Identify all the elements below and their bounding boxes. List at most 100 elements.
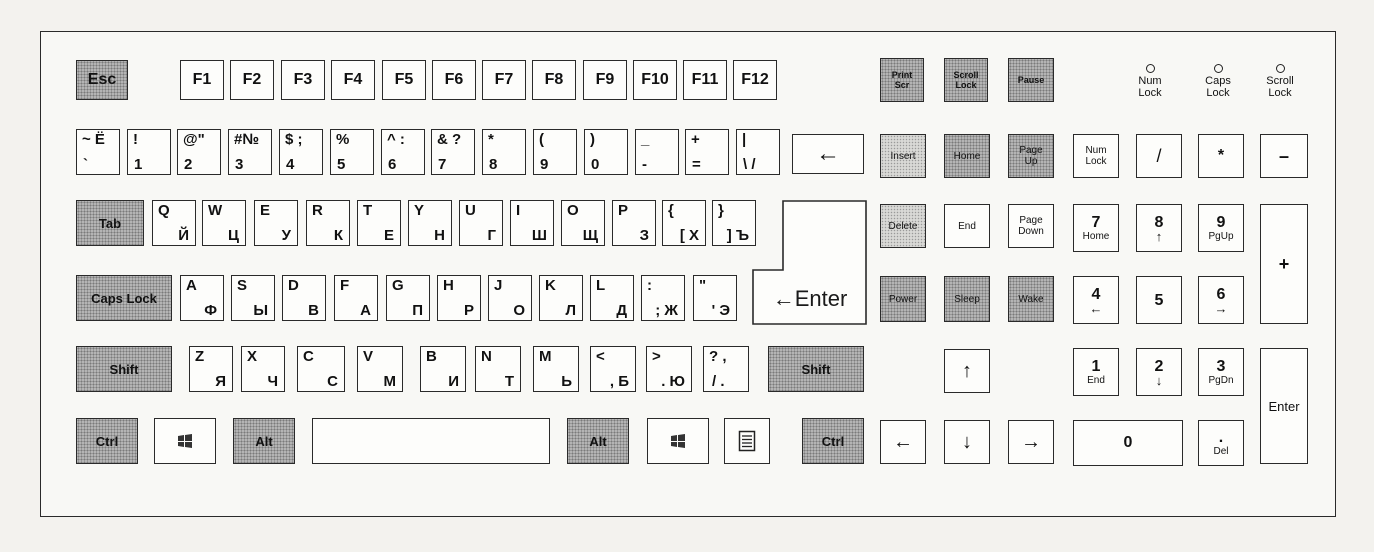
key-end[interactable]: End xyxy=(944,204,990,248)
key-f4[interactable]: F4 xyxy=(331,60,375,100)
key-wake[interactable]: Wake xyxy=(1008,276,1054,322)
key-f7[interactable]: F7 xyxy=(482,60,526,100)
key-right-bracket[interactable]: }] Ъ xyxy=(712,200,756,246)
key-insert[interactable]: Insert xyxy=(880,134,926,178)
key-numpad-5[interactable]: 5 xyxy=(1136,276,1182,324)
key-pause[interactable]: Pause xyxy=(1008,58,1054,102)
key-numpad-multiply[interactable]: * xyxy=(1198,134,1244,178)
key-tab[interactable]: Tab xyxy=(76,200,144,246)
key-arrow-left[interactable]: ← xyxy=(880,420,926,464)
key-space[interactable] xyxy=(312,418,550,464)
key-caps-lock[interactable]: Caps Lock xyxy=(76,275,172,321)
key-f1[interactable]: F1 xyxy=(180,60,224,100)
key-numpad-plus[interactable]: + xyxy=(1260,204,1308,324)
key-numpad-2[interactable]: 2↓ xyxy=(1136,348,1182,396)
key-left-bracket[interactable]: {[ Х xyxy=(662,200,706,246)
key-numpad-minus[interactable]: – xyxy=(1260,134,1308,178)
key-4[interactable]: $ ;4 xyxy=(279,129,323,175)
key-6[interactable]: ^ :6 xyxy=(381,129,425,175)
key-f3[interactable]: F3 xyxy=(281,60,325,100)
key-f10[interactable]: F10 xyxy=(633,60,677,100)
key-8[interactable]: *8 xyxy=(482,129,526,175)
key-left-ctrl[interactable]: Ctrl xyxy=(76,418,138,464)
key-comma[interactable]: <, Б xyxy=(590,346,636,392)
key-power[interactable]: Power xyxy=(880,276,926,322)
key-numpad-4[interactable]: 4← xyxy=(1073,276,1119,324)
key-backspace[interactable]: ← xyxy=(792,134,864,174)
key-arrow-right[interactable]: → xyxy=(1008,420,1054,464)
key-right-ctrl[interactable]: Ctrl xyxy=(802,418,864,464)
key-enter[interactable] xyxy=(752,200,868,326)
key-period[interactable]: >. Ю xyxy=(646,346,692,392)
key-numpad-enter[interactable]: Enter xyxy=(1260,348,1308,464)
key-7[interactable]: & ?7 xyxy=(431,129,475,175)
key-9[interactable]: (9 xyxy=(533,129,577,175)
key-left-windows[interactable] xyxy=(154,418,216,464)
key-f12[interactable]: F12 xyxy=(733,60,777,100)
key-f8[interactable]: F8 xyxy=(532,60,576,100)
key-backtick[interactable]: ~ Ё` xyxy=(76,129,120,175)
key-right-windows[interactable] xyxy=(647,418,709,464)
key-numpad-0[interactable]: 0 xyxy=(1073,420,1183,466)
key-menu[interactable] xyxy=(724,418,770,464)
key-2[interactable]: @"2 xyxy=(177,129,221,175)
key-right-shift[interactable]: Shift xyxy=(768,346,864,392)
key-quote[interactable]: "' Э xyxy=(693,275,737,321)
key-esc[interactable]: Esc xyxy=(76,60,128,100)
key-f2[interactable]: F2 xyxy=(230,60,274,100)
key-f6[interactable]: F6 xyxy=(432,60,476,100)
key-arrow-down[interactable]: ↓ xyxy=(944,420,990,464)
key-left-shift[interactable]: Shift xyxy=(76,346,172,392)
key-backslash[interactable]: |\ / xyxy=(736,129,780,175)
key-sleep[interactable]: Sleep xyxy=(944,276,990,322)
key-f9[interactable]: F9 xyxy=(583,60,627,100)
key-numpad-divide[interactable]: / xyxy=(1136,134,1182,178)
key-arrow-up[interactable]: ↑ xyxy=(944,349,990,393)
key-f5[interactable]: F5 xyxy=(382,60,426,100)
key-f11[interactable]: F11 xyxy=(683,60,727,100)
key-right-alt[interactable]: Alt xyxy=(567,418,629,464)
key-home[interactable]: Home xyxy=(944,134,990,178)
key-delete[interactable]: Delete xyxy=(880,204,926,248)
key-1[interactable]: !1 xyxy=(127,129,171,175)
key-numpad-6[interactable]: 6→ xyxy=(1198,276,1244,324)
key-semicolon[interactable]: :; Ж xyxy=(641,275,685,321)
key-0[interactable]: )0 xyxy=(584,129,628,175)
key-slash[interactable]: ? ,/ . xyxy=(703,346,749,392)
key-equals[interactable]: += xyxy=(685,129,729,175)
key-5[interactable]: %5 xyxy=(330,129,374,175)
key-left-alt[interactable]: Alt xyxy=(233,418,295,464)
